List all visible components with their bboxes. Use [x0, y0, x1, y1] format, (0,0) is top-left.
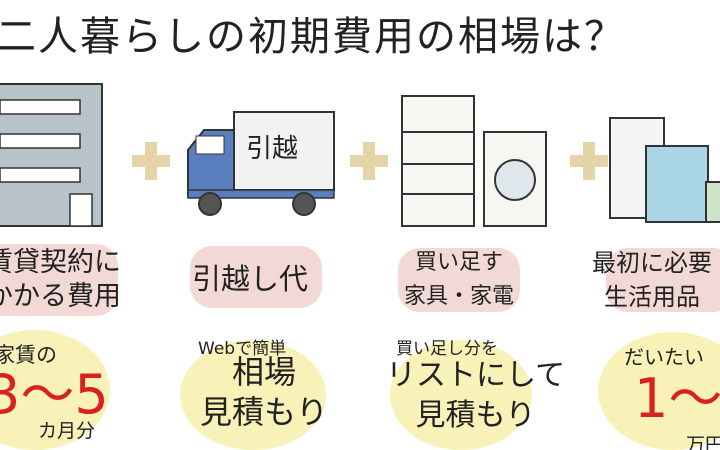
label-bubble: [606, 248, 720, 312]
label-bubble: [190, 246, 322, 308]
daily-supplies-icon: [609, 117, 720, 223]
note-top: だいたい: [624, 345, 704, 369]
fridge-washer-icon: [401, 95, 547, 227]
note-bottom: カ月分: [38, 420, 96, 442]
plus-icon: [350, 142, 388, 180]
note-value: 1〜2: [634, 367, 720, 430]
truck-label: 引越: [246, 134, 299, 164]
note-top: 家賃の: [0, 343, 57, 367]
note-bubble: [180, 340, 326, 450]
label-furniture: 買い足す家具・家電: [404, 250, 515, 309]
note-bubble: [390, 340, 532, 450]
plus-icon: [132, 142, 170, 180]
note-value: 3〜5: [0, 363, 109, 426]
note-bottom: 万円: [686, 434, 720, 450]
label-moving-cost: 引越し代: [192, 262, 309, 296]
moving-truck-icon: [187, 111, 335, 216]
apartment-building-icon: [0, 83, 103, 227]
label-supplies: 最初に必要生活用品: [592, 249, 712, 311]
note-top: 買い足し分を: [396, 339, 498, 359]
label-rental-cost: 賃貸契約にかかる費用: [0, 247, 121, 312]
note-bubble: [598, 332, 720, 450]
label-bubble: [398, 248, 520, 312]
note-lines: リストにして見積もり: [386, 358, 566, 433]
plus-icon: [570, 142, 608, 180]
note-lines: 相場見積もり: [200, 353, 329, 431]
note-top: Webで簡単: [198, 339, 287, 359]
page-title: 二人暮らしの初期費用の相場は？: [0, 14, 626, 60]
label-bubble: [0, 244, 118, 316]
